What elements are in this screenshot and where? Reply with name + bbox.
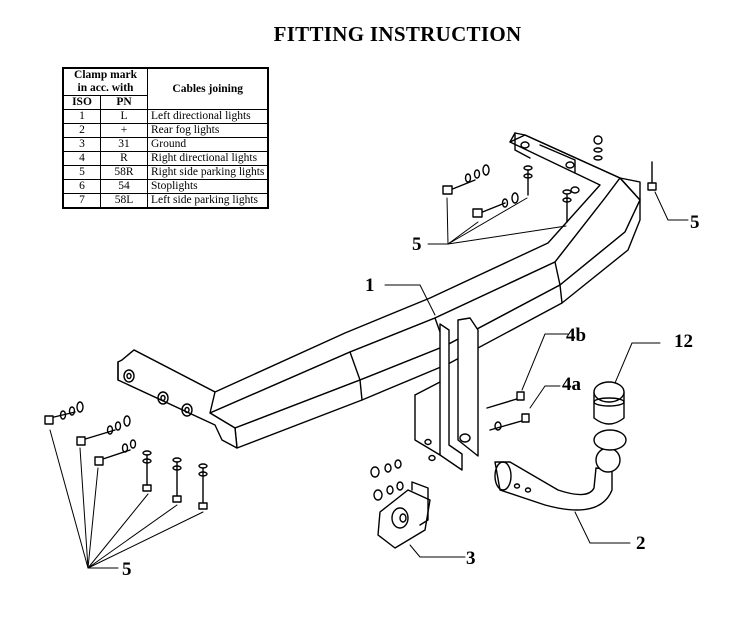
cable-desc-cell: Right side parking lights — [147, 165, 269, 180]
socket-plate — [377, 481, 431, 549]
leader-lines — [49, 191, 689, 569]
callout-4b: 4b — [566, 325, 586, 346]
clamp-mark-label: Clamp mark — [74, 69, 137, 81]
callout-1: 1 — [365, 275, 375, 296]
callout-3: 3 — [466, 548, 476, 569]
pn-header: PN — [100, 95, 148, 110]
clamp-mark-label-2: in acc. with — [77, 82, 134, 94]
callout-5-bottom: 5 — [122, 559, 132, 580]
page-title: FITTING INSTRUCTION — [273, 22, 522, 46]
hitch-bracket — [414, 317, 479, 471]
callout-2: 2 — [636, 533, 646, 554]
legend-row: 2+Rear fog lights — [62, 123, 269, 138]
pn-cell: 58L — [100, 193, 148, 209]
cable-desc-cell: Ground — [147, 137, 269, 152]
iso-cell: 6 — [62, 179, 101, 194]
callout-5-right: 5 — [690, 212, 700, 233]
iso-cell: 7 — [62, 193, 101, 209]
pn-cell: 54 — [100, 179, 148, 194]
callout-4a: 4a — [562, 374, 582, 395]
cable-desc-cell: Stoplights — [147, 179, 269, 194]
cable-desc-cell: Left side parking lights — [147, 193, 269, 209]
towball-neck — [494, 429, 627, 511]
clamp-legend-table: Clamp mark in acc. with Cables joining I… — [62, 67, 270, 209]
iso-header: ISO — [62, 95, 101, 110]
callout-12: 12 — [674, 331, 693, 352]
callout-5-top: 5 — [412, 234, 422, 255]
ball-cover — [593, 381, 625, 425]
cable-desc-cell: Right directional lights — [147, 151, 269, 166]
fasteners — [44, 135, 657, 510]
crossbeam — [117, 132, 641, 449]
